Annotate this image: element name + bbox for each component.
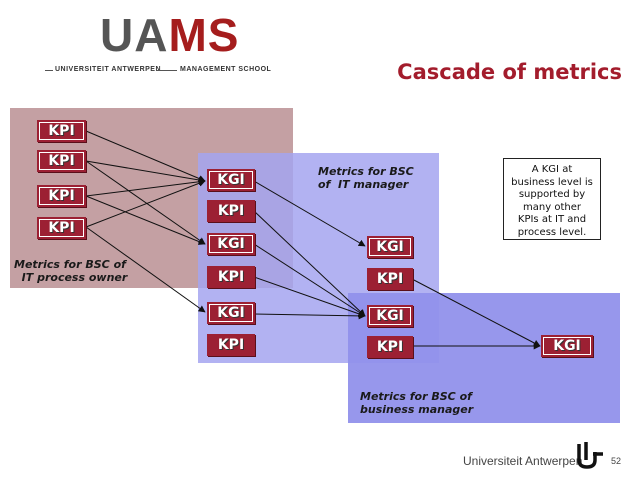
it-kgi-box-2: KGI bbox=[207, 233, 255, 255]
arrow bbox=[85, 160, 206, 184]
callout-line: supported by bbox=[518, 189, 586, 200]
uams-logo: UAMS bbox=[100, 12, 239, 58]
mid-kgi-box-2: KGI bbox=[367, 305, 413, 327]
mid-kpi-box-1: KPI bbox=[367, 268, 413, 290]
logo-ms: MS bbox=[168, 9, 240, 61]
logo-rule-mid bbox=[157, 70, 177, 71]
slide-title: Cascade of metrics bbox=[397, 60, 622, 84]
arrow bbox=[85, 226, 206, 313]
university-logo-icon bbox=[577, 442, 603, 469]
arrow bbox=[411, 278, 541, 347]
arrow bbox=[85, 130, 206, 182]
it-kgi-box-1: KGI bbox=[207, 169, 255, 191]
owner-kpi-box-4: KPI bbox=[37, 217, 86, 239]
callout-line: A KGI at bbox=[531, 164, 573, 175]
callout-line: process level. bbox=[517, 226, 587, 238]
it-kpi-box-1: KPI bbox=[207, 200, 255, 222]
logo-sub-right: MANAGEMENT SCHOOL bbox=[180, 66, 272, 73]
logo-rule-left bbox=[45, 70, 53, 71]
arrow bbox=[253, 210, 366, 317]
owner-kpi-box-2: KPI bbox=[37, 150, 86, 172]
callout-line: KPIs at IT and bbox=[517, 214, 587, 225]
kgi-callout: A KGI at business level is supported by … bbox=[503, 158, 601, 240]
page-number: 52 bbox=[611, 456, 622, 466]
owner-kpi-box-3: KPI bbox=[37, 185, 86, 207]
arrow bbox=[253, 243, 366, 317]
label-it-manager: Metrics for BSC of IT manager bbox=[318, 165, 414, 191]
callout-line: business level is bbox=[511, 176, 593, 188]
business-kgi-box: KGI bbox=[541, 335, 593, 357]
arrow bbox=[85, 178, 206, 197]
arrow bbox=[85, 195, 206, 245]
callout-line: many other bbox=[523, 201, 581, 213]
mid-kpi-box-2: KPI bbox=[367, 336, 413, 358]
owner-kpi-box-1: KPI bbox=[37, 120, 86, 142]
arrow bbox=[85, 160, 206, 245]
arrow bbox=[253, 276, 366, 318]
it-kpi-box-2: KPI bbox=[207, 266, 255, 288]
arrow bbox=[85, 180, 206, 228]
it-kgi-box-3: KGI bbox=[207, 302, 255, 324]
label-process-owner: Metrics for BSC of IT process owner bbox=[14, 258, 128, 284]
it-kpi-box-3: KPI bbox=[207, 334, 255, 356]
arrow bbox=[253, 180, 366, 247]
logo-sub-left: UNIVERSITEIT ANTWERPEN bbox=[55, 66, 162, 73]
arrow bbox=[253, 312, 366, 320]
mid-kgi-box-1: KGI bbox=[367, 236, 413, 258]
label-business-manager: Metrics for BSC of business manager bbox=[360, 390, 474, 416]
logo-ua: UA bbox=[100, 9, 169, 61]
footer-university: Universiteit Antwerpen bbox=[463, 454, 583, 468]
